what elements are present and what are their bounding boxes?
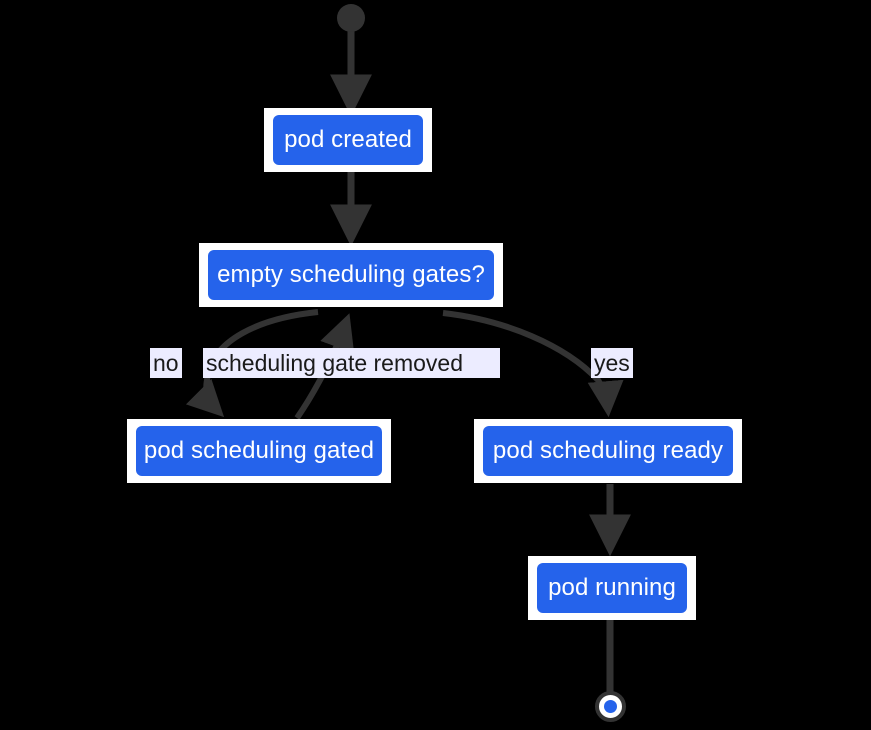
end-node-core: [603, 699, 618, 714]
edge-empty-gates-to-scheduling-ready: [442, 310, 624, 418]
node-pod-scheduling-gated-label: pod scheduling gated: [136, 426, 382, 476]
edge-label-yes: yes: [591, 348, 633, 378]
node-pod-running[interactable]: pod running: [528, 556, 696, 620]
node-empty-scheduling-gates[interactable]: empty scheduling gates?: [199, 243, 503, 307]
node-pod-scheduling-gated[interactable]: pod scheduling gated: [127, 419, 391, 483]
node-pod-scheduling-ready[interactable]: pod scheduling ready: [474, 419, 742, 483]
node-pod-scheduling-ready-label: pod scheduling ready: [483, 426, 733, 476]
end-node: [595, 691, 626, 722]
start-node: [337, 4, 365, 32]
node-pod-running-label: pod running: [537, 563, 687, 613]
node-pod-created-label: pod created: [273, 115, 423, 165]
edge-label-no: no: [150, 348, 182, 378]
node-pod-created[interactable]: pod created: [264, 108, 432, 172]
node-empty-scheduling-gates-label: empty scheduling gates?: [208, 250, 494, 300]
edge-label-scheduling-gate-removed: scheduling gate removed: [203, 348, 500, 378]
